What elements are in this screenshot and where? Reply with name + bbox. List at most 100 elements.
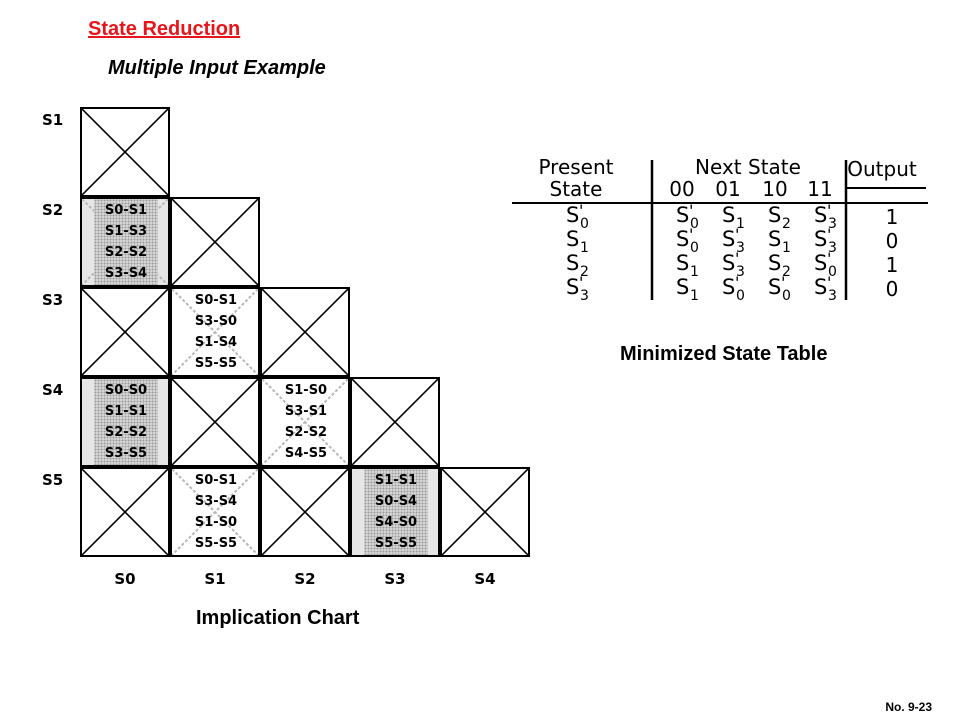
state-symbol-part: 0: [690, 240, 699, 256]
state-symbol-part: 1: [580, 240, 589, 256]
state-symbol-part: S: [768, 251, 781, 275]
cross-mark: [262, 379, 348, 465]
implied-pair: S3-S0: [194, 314, 238, 329]
state-symbol-part: S: [722, 275, 735, 299]
cross-mark: [82, 469, 168, 555]
implied-pair: S5-S5: [194, 536, 238, 551]
state-symbol-part: 0: [736, 288, 745, 304]
row-label-s4: S4: [42, 381, 64, 399]
cross-mark: [442, 469, 528, 555]
column-label-s1: S1: [204, 570, 226, 588]
state-symbol-part: 1: [736, 216, 745, 232]
implied-pair: S1-S4: [194, 335, 238, 350]
state-symbol-part: ': [827, 249, 831, 268]
implied-pair: S0-S0: [104, 383, 148, 398]
cross-mark: [172, 469, 258, 555]
state-symbol-part: 2: [782, 264, 791, 280]
state-symbol-part: ': [735, 225, 739, 244]
header-next-state: Next State: [695, 155, 801, 179]
state-symbol-part: ': [827, 201, 831, 220]
implied-pair: S3-S1: [284, 404, 328, 419]
row-label-s1: S1: [42, 111, 64, 129]
chart-cell-s4-s1: [170, 377, 260, 467]
chart-cell-s2-s1: [170, 197, 260, 287]
state-symbol-part: 3: [828, 216, 837, 232]
state-symbol-part: S: [722, 203, 735, 227]
chart-cell-s4-s3: [350, 377, 440, 467]
state-symbol-part: ': [579, 201, 583, 220]
implied-pair: S2-S2: [104, 245, 148, 260]
column-label-s4: S4: [474, 570, 496, 588]
implied-pair: S3-S4: [104, 266, 148, 281]
state-symbol-part: S: [722, 251, 735, 275]
state-symbol-part: S: [676, 251, 689, 275]
state-symbol-part: ': [827, 225, 831, 244]
state-symbol-part: S: [566, 275, 579, 299]
output-value: 1: [886, 205, 899, 229]
row-label-s3: S3: [42, 291, 64, 309]
state-symbol-part: S: [676, 275, 689, 299]
state-symbol-part: ': [827, 273, 831, 292]
state-symbol-part: S: [814, 227, 827, 251]
state-symbol-part: 3: [828, 288, 837, 304]
chart-cell-s5-s2: [260, 467, 350, 557]
state-symbol-part: 1: [782, 240, 791, 256]
state-symbol-part: ': [735, 273, 739, 292]
state-symbol-part: ': [579, 273, 583, 292]
state-symbol-part: 3: [736, 240, 745, 256]
chart-cell-s3-s0: [80, 287, 170, 377]
implied-pair: S1-S0: [284, 383, 328, 398]
cross-mark: [82, 109, 168, 195]
state-symbol-part: S: [768, 275, 781, 299]
cross-mark: [172, 199, 258, 285]
header-input-01: 01: [715, 177, 740, 201]
chart-cell-s5-s4: [440, 467, 530, 557]
state-symbol-part: S: [566, 251, 579, 275]
header-state: State: [550, 177, 603, 201]
cross-mark: [172, 289, 258, 375]
cross-mark: [172, 379, 258, 465]
cross-mark: [352, 379, 438, 465]
state-symbol-part: S: [768, 227, 781, 251]
output-value: 0: [886, 277, 899, 301]
state-symbol-part: 0: [782, 288, 791, 304]
implied-pair: S3-S4: [194, 494, 238, 509]
implied-pair: S4-S0: [374, 515, 418, 530]
column-label-s0: S0: [114, 570, 136, 588]
state-symbol-part: 0: [828, 264, 837, 280]
implied-pair: S4-S5: [284, 446, 328, 461]
state-symbol-part: 1: [690, 264, 699, 280]
implied-pair: S1-S1: [104, 404, 148, 419]
state-symbol-part: S: [676, 203, 689, 227]
implied-pair: S1-S1: [374, 473, 418, 488]
column-label-s3: S3: [384, 570, 406, 588]
state-symbol-part: S: [676, 227, 689, 251]
header-input-10: 10: [762, 177, 787, 201]
state-symbol-part: 2: [782, 216, 791, 232]
column-label-s2: S2: [294, 570, 316, 588]
implied-pair: S3-S5: [104, 446, 148, 461]
